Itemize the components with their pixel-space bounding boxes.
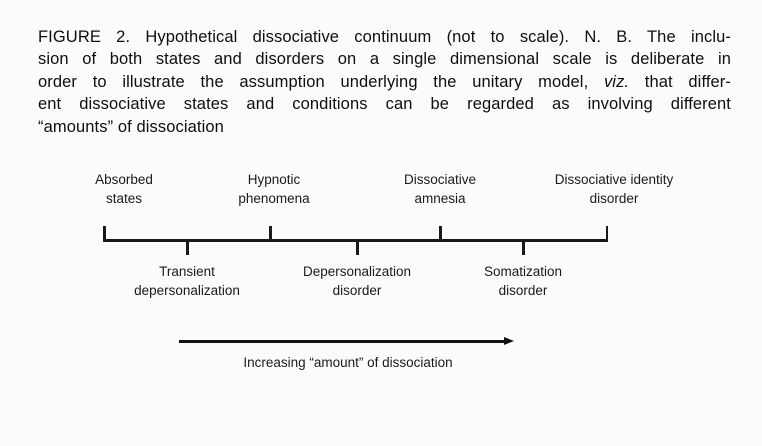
top-label-dissociative-identity-disorder: Dissociative identity disorder bbox=[554, 172, 674, 206]
caption-line-5: “amounts” of dissociation bbox=[38, 117, 224, 136]
tick-down-transient-depersonalization bbox=[186, 240, 189, 255]
tick-down-depersonalization-disorder bbox=[356, 240, 359, 255]
top-label-absorbed-states: Absorbed states bbox=[95, 172, 153, 206]
direction-arrow-label: Increasing “amount” of dissociation bbox=[243, 355, 453, 370]
caption-line-3: order to illustrate the assumption under… bbox=[38, 71, 731, 93]
caption-line-4: ent dissociative states and conditions c… bbox=[38, 95, 731, 114]
tick-up-left-end bbox=[103, 226, 106, 241]
caption-line-3-post: that differ- bbox=[629, 72, 731, 91]
continuum-axis-line bbox=[103, 239, 608, 242]
direction-arrow-shaft bbox=[179, 340, 505, 343]
tick-up-right-end bbox=[605, 226, 608, 241]
caption-line-2: sion of both states and disorders on a s… bbox=[38, 50, 731, 69]
bottom-label-somatization-disorder: Somatization disorder bbox=[483, 264, 563, 298]
bottom-label-transient-depersonalization: Transient depersonalization bbox=[134, 264, 240, 298]
figure-caption: FIGURE 2. Hypothetical dissociative cont… bbox=[38, 26, 731, 138]
top-label-dissociative-amnesia: Dissociative amnesia bbox=[403, 172, 477, 206]
caption-viz-abbreviation: viz. bbox=[603, 72, 630, 91]
tick-down-somatization-disorder bbox=[522, 240, 525, 255]
caption-line-1: FIGURE 2. Hypothetical dissociative cont… bbox=[38, 28, 731, 46]
top-label-hypnotic-phenomena: Hypnotic phenomena bbox=[238, 172, 310, 206]
tick-up-hypnotic-phenomena bbox=[269, 226, 272, 241]
tick-up-dissociative-amnesia bbox=[439, 226, 442, 241]
bottom-label-depersonalization-disorder: Depersonalization disorder bbox=[302, 264, 412, 298]
caption-line-3-pre: order to illustrate the assumption under… bbox=[38, 72, 604, 91]
direction-arrow-head-icon bbox=[504, 337, 514, 345]
